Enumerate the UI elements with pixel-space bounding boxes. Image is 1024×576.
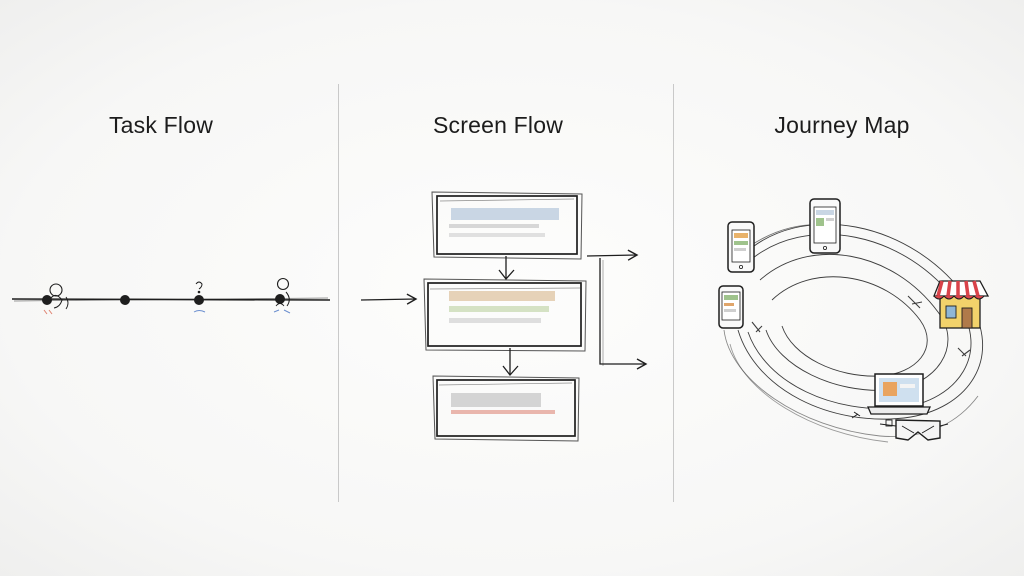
screen-box-3 (432, 375, 580, 442)
phone-icon (727, 221, 755, 273)
store-icon (933, 280, 990, 329)
person-icon (42, 283, 69, 315)
person-icon (273, 277, 291, 314)
vr-headset-icon (851, 411, 949, 441)
screen-box-2 (423, 278, 587, 352)
task-flow-title: Task Flow (108, 112, 214, 138)
journey-map-diagram (718, 198, 990, 443)
phone-icon (809, 198, 841, 254)
step-dot-icon (120, 295, 130, 305)
journey-map-title: Journey Map (774, 112, 910, 138)
panel-divider-right (673, 84, 674, 502)
journey-path (723, 223, 984, 443)
panel-divider-left (338, 84, 339, 502)
screen-box-1 (431, 191, 583, 260)
screen-flow-title: Screen Flow (432, 112, 564, 138)
screen-flow-diagram (360, 191, 648, 442)
phone-icon (718, 285, 744, 329)
task-flow-diagram (11, 277, 331, 315)
question-person-icon (193, 281, 206, 313)
laptop-icon (867, 373, 931, 415)
